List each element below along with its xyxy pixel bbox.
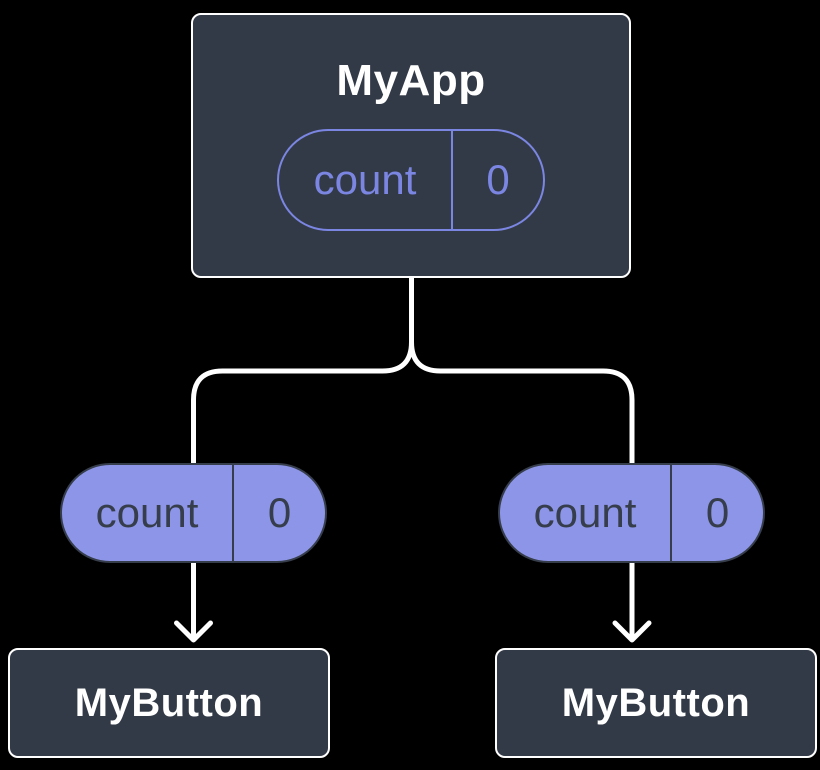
myapp-node-card: MyApp count 0 — [191, 13, 631, 278]
mybutton-title: MyButton — [561, 680, 751, 725]
state-key-label: count — [62, 465, 234, 561]
arrow-right-state-to-button — [612, 557, 652, 643]
myapp-title: MyApp — [336, 56, 486, 105]
state-value-label: 0 — [267, 489, 292, 536]
state-key-label: count — [500, 465, 672, 561]
right-prop-pill: count 0 — [498, 463, 765, 563]
connector-root-to-left-state — [191, 274, 414, 469]
myapp-state-pill: count 0 — [277, 129, 545, 231]
arrow-left-state-to-button — [174, 557, 213, 643]
left-mybutton-node-card: MyButton — [8, 648, 330, 758]
right-mybutton-node-card: MyButton — [495, 648, 817, 758]
connector-root-to-right-state — [409, 339, 635, 469]
mybutton-title: MyButton — [74, 680, 264, 725]
state-value-label: 0 — [486, 156, 510, 203]
left-prop-pill: count 0 — [60, 463, 327, 563]
state-value-label: 0 — [705, 489, 730, 536]
state-key-label: count — [279, 131, 453, 229]
